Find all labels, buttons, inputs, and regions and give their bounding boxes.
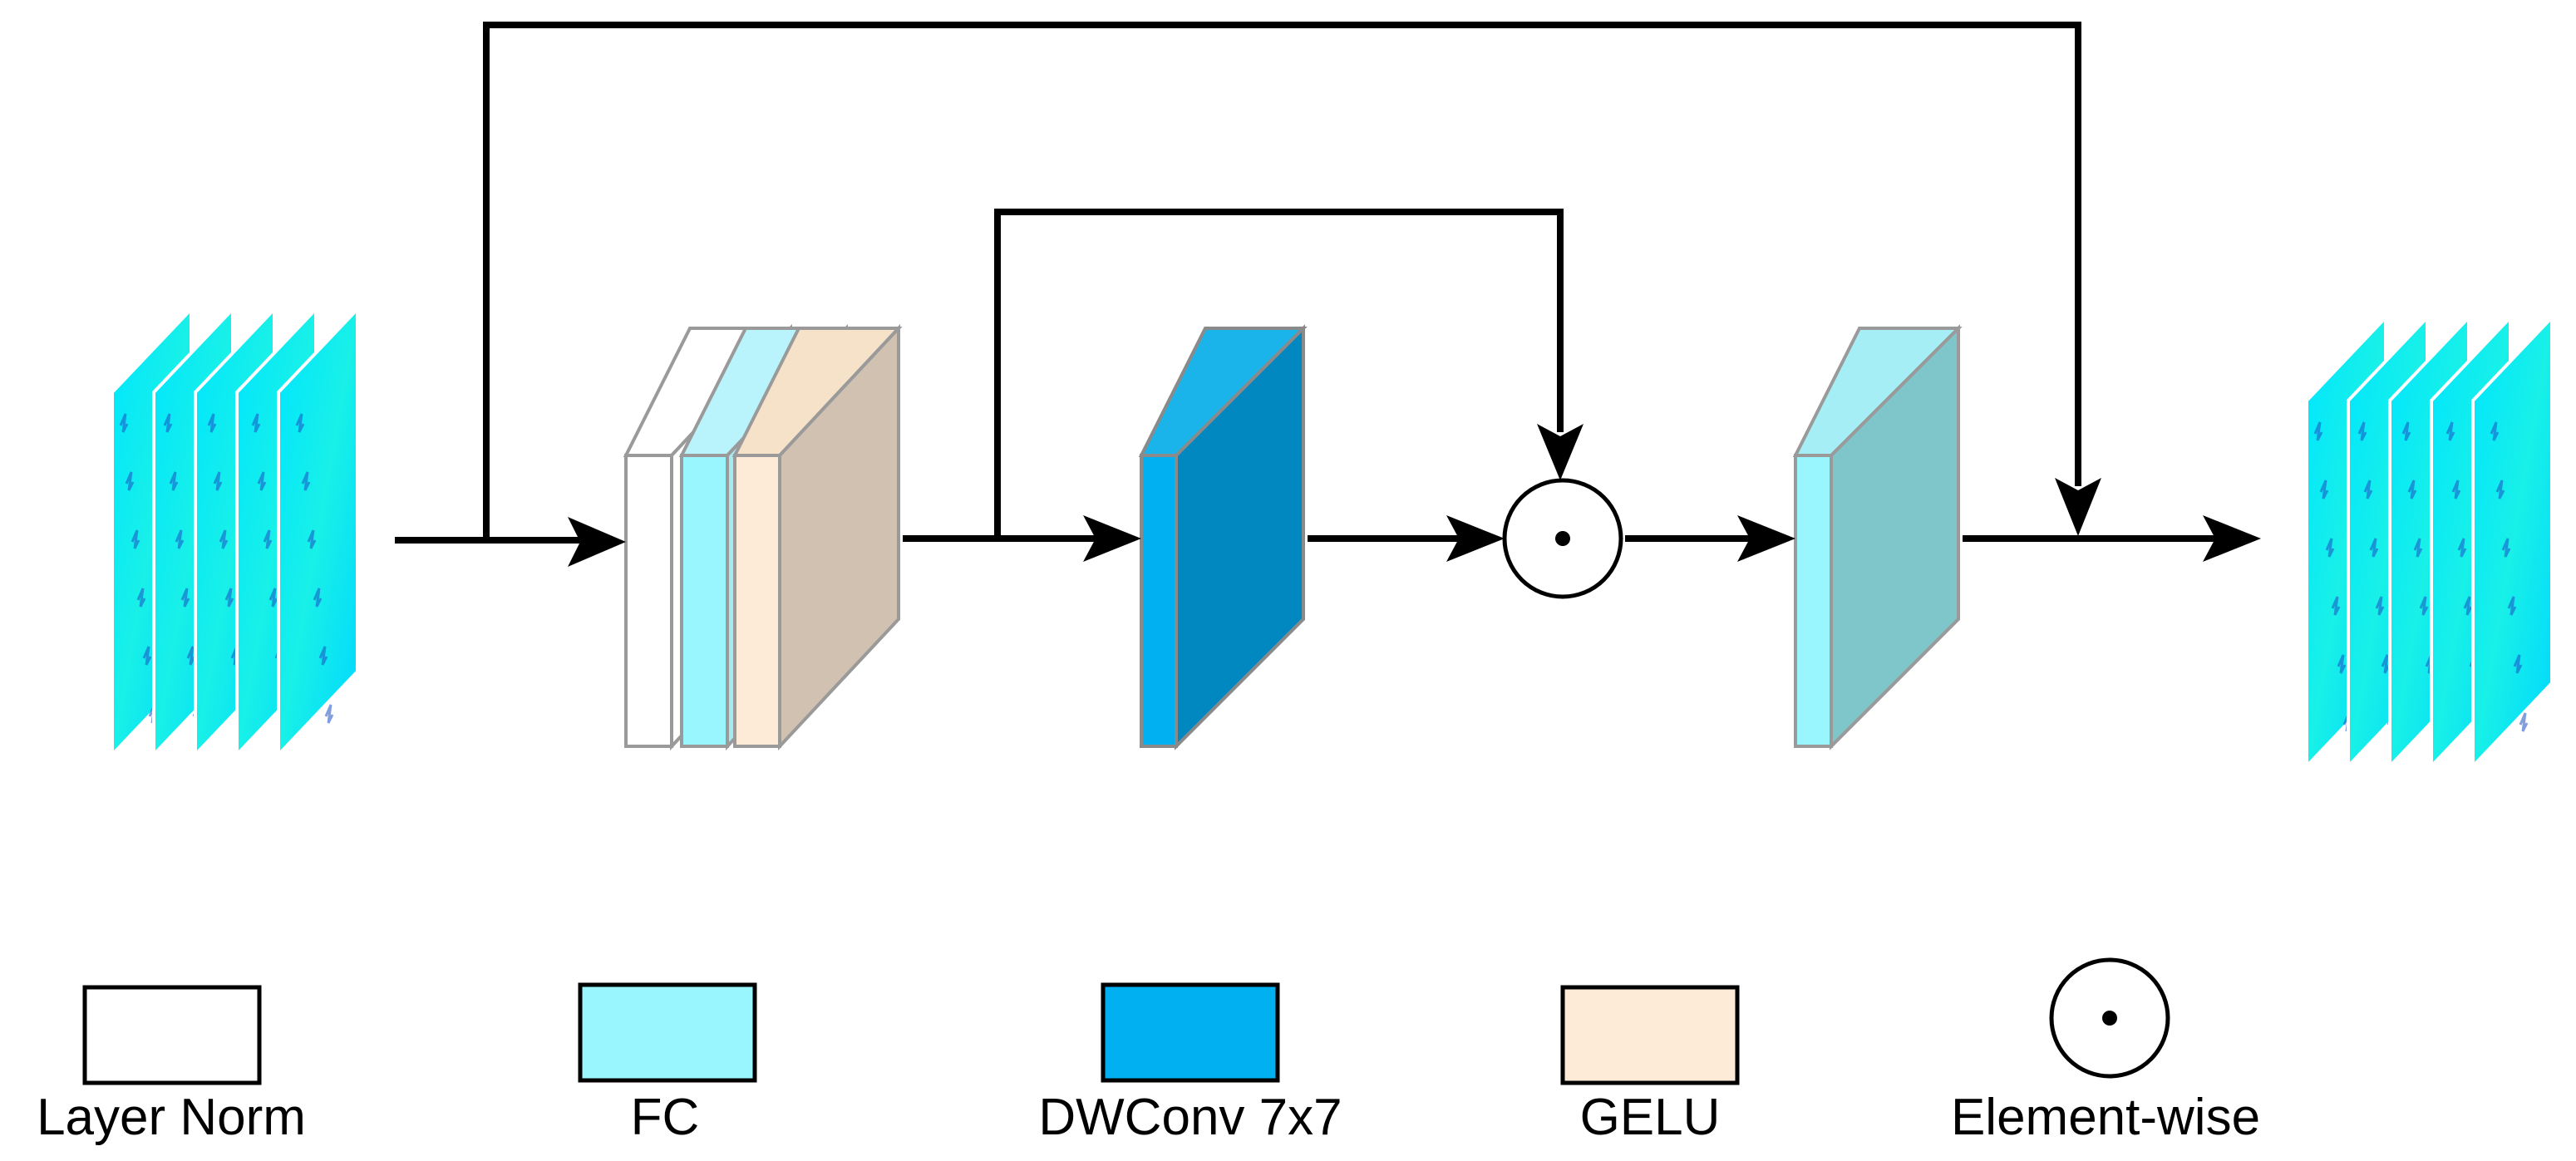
- arrowhead-block1: [568, 517, 626, 567]
- legend-swatch-fc: [578, 982, 757, 1083]
- arrowhead-inner-skip: [1537, 424, 1584, 480]
- legend-swatch-gelu: [1560, 985, 1740, 1085]
- arrowheads: [568, 424, 2261, 567]
- legend-label-layer-norm: Layer Norm: [37, 1089, 306, 1146]
- arrowhead-fc2: [1737, 515, 1795, 562]
- dwconv-slab: [1138, 324, 1308, 750]
- element-wise-operator: [1502, 478, 1623, 599]
- arrowhead-elementwise: [1446, 515, 1505, 562]
- layernorm-fc-gelu-block: [623, 323, 903, 751]
- legend-swatch-dwconv: [1101, 982, 1280, 1083]
- legend-item-element-wise: Element-wise: [1951, 957, 2260, 1146]
- legend-item-dwconv: DWConv 7x7: [1038, 982, 1342, 1146]
- output-feature-maps: [2305, 312, 2554, 771]
- legend-label-fc: FC: [631, 1089, 700, 1146]
- input-feature-maps: [111, 304, 359, 760]
- legend-swatch-layer-norm: [82, 985, 262, 1085]
- arrowhead-output: [2203, 515, 2261, 562]
- legend: Layer Norm FC DWConv 7x7 GELU Element-wi…: [37, 957, 2260, 1146]
- fc-slab-2: [1792, 324, 1963, 750]
- legend-item-fc: FC: [578, 982, 757, 1146]
- legend-label-gelu: GELU: [1580, 1089, 1721, 1146]
- input-feature-map-sheet: [277, 304, 359, 760]
- legend-label-dwconv: DWConv 7x7: [1038, 1089, 1342, 1146]
- legend-item-gelu: GELU: [1560, 985, 1740, 1146]
- legend-label-element-wise: Element-wise: [1951, 1089, 2260, 1146]
- arrowhead-outer-skip: [2055, 478, 2101, 536]
- gelu-slab: [731, 323, 903, 751]
- output-feature-map-sheet: [2471, 312, 2554, 771]
- connection-lines: [395, 22, 2219, 544]
- legend-item-layer-norm: Layer Norm: [37, 985, 306, 1146]
- arrowhead-dwconv: [1083, 515, 1141, 562]
